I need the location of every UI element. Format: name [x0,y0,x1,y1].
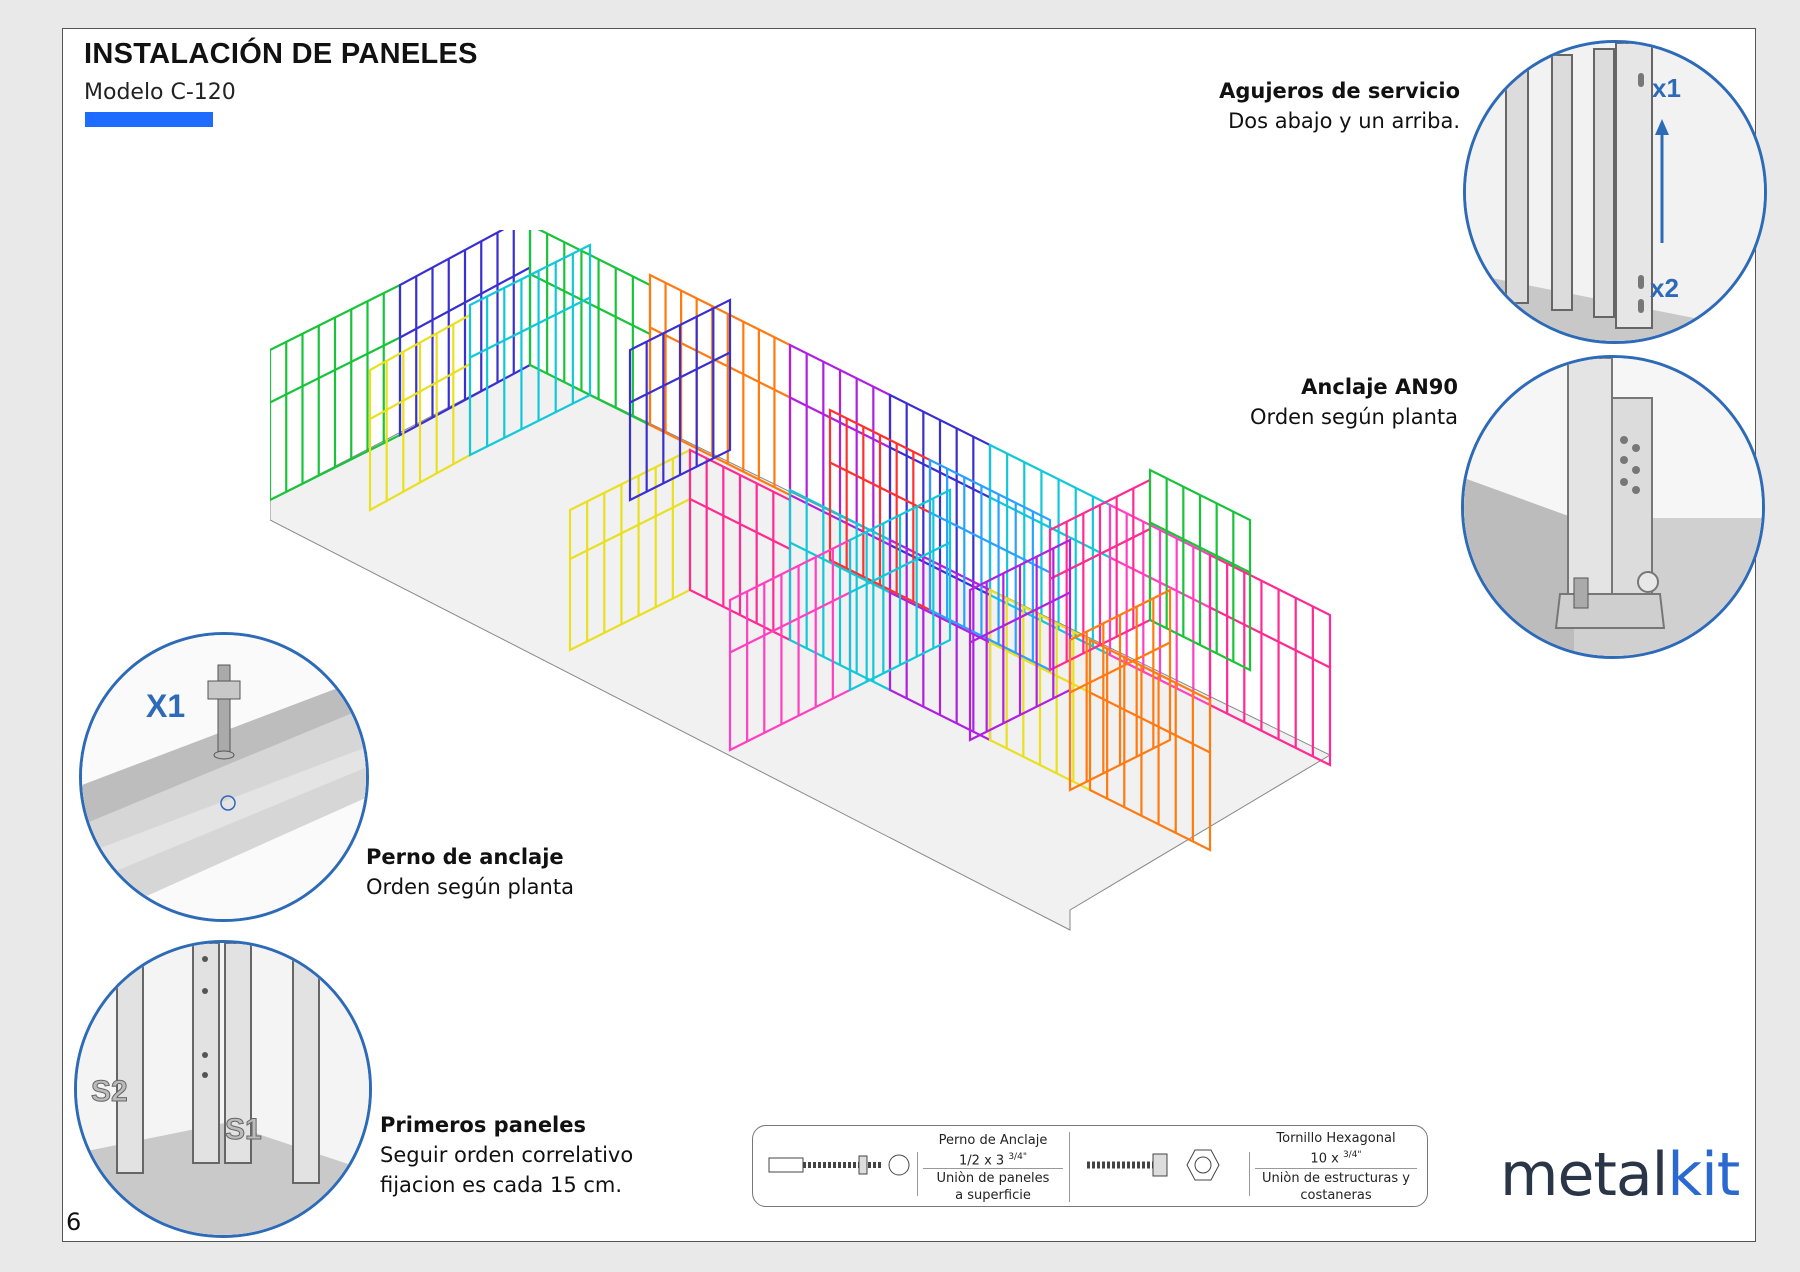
metalkit-logo: metalkit [1500,1140,1740,1210]
anchor-an90-title: Anclaje AN90 [1301,375,1458,399]
legend-bolt-size-sup: 3/4" [1008,1152,1027,1162]
tag-s2: S2 [91,1075,128,1108]
first-panels-title: Primeros paneles [380,1113,587,1137]
tag-x1: x1 [1652,73,1681,103]
anchor-bolt-icon [768,1154,910,1176]
service-holes-detail: x1 x2 [1463,40,1767,344]
anchor-bolt-title: Perno de anclaje [366,845,564,869]
legend-bolt-use1: Uniòn de paneles [936,1171,1050,1186]
isometric-framing-drawing [270,230,1332,931]
anchor-an90-text: Orden según planta [1250,405,1458,429]
legend-screw-use2: costaneras [1300,1188,1372,1203]
anchor-bolt-label: Perno de anclaje Orden según planta [366,842,666,902]
legend-screw-name: Tornillo Hexagonal [1276,1131,1396,1146]
page-title: INSTALACIÓN DE PANELES [84,38,478,70]
anchor-bolt-text: Orden según planta [366,875,574,899]
anchor-an90-detail [1461,355,1765,659]
tag-x1-bolt: X1 [146,688,185,724]
anchor-an90-label: Anclaje AN90 Orden según planta [1150,372,1458,432]
first-panels-detail: S2 S1 [74,940,372,1238]
logo-part-kit: kit [1667,1140,1740,1210]
legend-screw-size: 10 x [1310,1151,1339,1167]
tag-x2: x2 [1650,273,1679,303]
legend-screw-size-sup: 3/4" [1342,1150,1362,1160]
legend-bolt-name: Perno de Anclaje [938,1133,1048,1148]
legend-screw-use1: Uniòn de estructuras y [1262,1171,1410,1186]
first-panels-label: Primeros paneles Seguir orden correlativ… [380,1110,710,1200]
service-holes-text: Dos abajo y un arriba. [1228,109,1460,133]
service-holes-title: Agujeros de servicio [1219,79,1460,103]
legend-bolt-use2: a superficie [955,1188,1031,1203]
first-panels-line2: fijacion es cada 15 cm. [380,1173,623,1197]
model-subtitle: Modelo C-120 [84,80,236,105]
legend-bolt-size: 1/2 x 3 [959,1153,1005,1169]
logo-part-metal: metal [1500,1140,1668,1210]
page-number: 6 [66,1208,82,1236]
hardware-legend: Perno de Anclaje 1/2 x 3 3/4" Uniòn de p… [752,1125,1428,1207]
tag-s1: S1 [225,1113,262,1146]
first-panels-line1: Seguir orden correlativo [380,1143,634,1167]
accent-bar [85,112,213,127]
hex-screw-icon [1087,1149,1220,1181]
anchor-bolt-detail: X1 [79,632,369,922]
service-holes-label: Agujeros de servicio Dos abajo y un arri… [1150,76,1460,136]
